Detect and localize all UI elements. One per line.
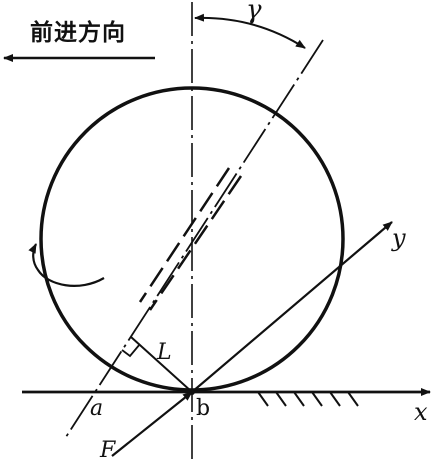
force-arrow <box>111 391 193 457</box>
right-angle-mark <box>121 343 141 358</box>
ground-hatching <box>257 391 359 407</box>
direction-label: 前进方向 <box>30 20 126 46</box>
rotation-arrow <box>28 243 105 287</box>
y-axis-label: y <box>391 224 406 252</box>
gamma-angle-arc <box>194 13 306 49</box>
tire-edge-dash-right <box>148 175 243 311</box>
moment-arm-line <box>130 336 193 393</box>
tilted-axis-line <box>63 39 324 441</box>
gamma-label: γ <box>246 0 262 25</box>
x-axis-label: x <box>414 398 428 426</box>
tire-edge-dash-left <box>138 167 231 303</box>
y-axis-line <box>191 221 393 393</box>
contact-point <box>189 389 195 395</box>
b-label: b <box>196 396 210 421</box>
a-label: a <box>90 396 103 421</box>
L-label: L <box>156 340 172 365</box>
F-label: F <box>99 438 116 463</box>
